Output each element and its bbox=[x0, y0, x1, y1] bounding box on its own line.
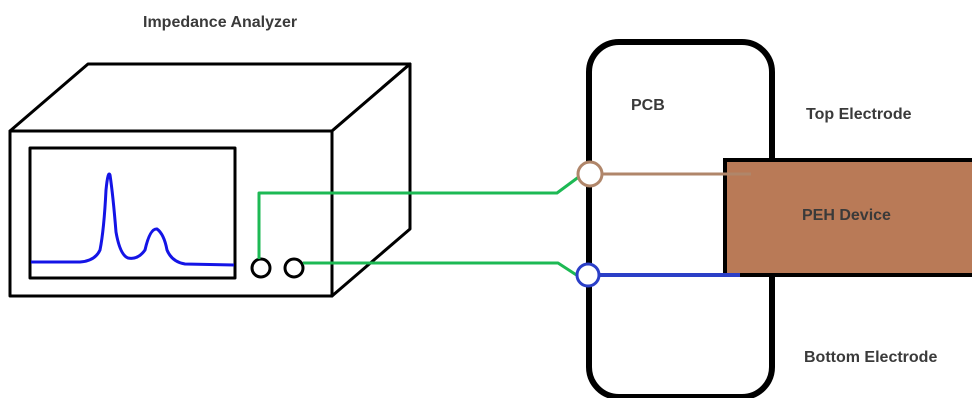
peh-device bbox=[723, 158, 972, 277]
pcb-bottom-contact bbox=[575, 262, 601, 288]
bottom-electrode-label: Bottom Electrode bbox=[804, 349, 937, 366]
analyzer-terminal-right bbox=[283, 257, 305, 279]
green-wire-upper bbox=[257, 174, 581, 259]
analyzer-screen bbox=[28, 146, 237, 280]
pcb-label: PCB bbox=[631, 97, 665, 114]
analyzer-side-face bbox=[330, 62, 412, 298]
spectrum-trace bbox=[31, 172, 235, 267]
peh-device-label: PEH Device bbox=[802, 207, 891, 224]
top-electrode-label: Top Electrode bbox=[806, 106, 912, 123]
analyzer-label: Impedance Analyzer bbox=[143, 14, 297, 31]
analyzer-terminal-left bbox=[250, 257, 272, 279]
green-wire-lower bbox=[303, 261, 579, 278]
impedance-analyzer bbox=[8, 62, 412, 298]
pcb-top-contact bbox=[576, 160, 604, 188]
